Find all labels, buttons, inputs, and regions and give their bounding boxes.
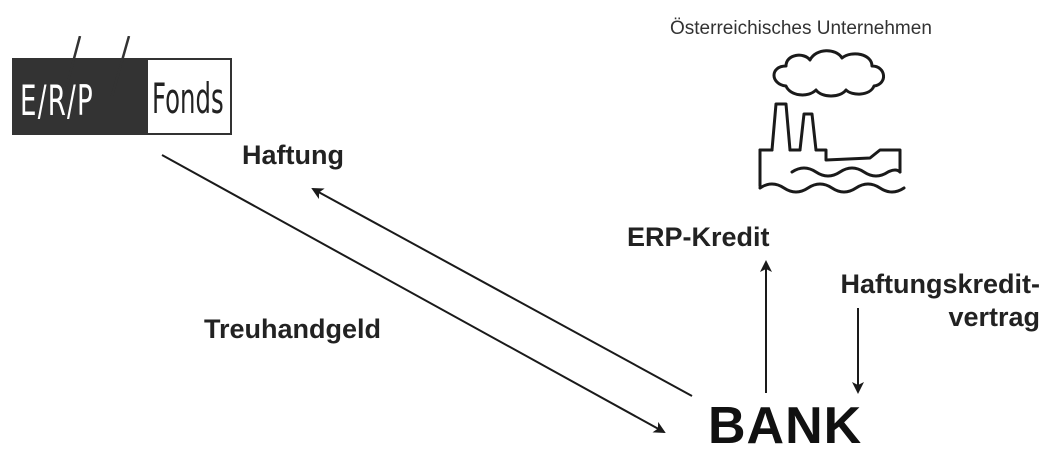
logo-dark-box [12, 58, 146, 135]
contract-label-line1: Haftungskredit- [840, 269, 1040, 299]
logo-letters: E/R/P [20, 76, 95, 125]
company-label: Österreichisches Unternehmen [670, 18, 932, 39]
contract-label: Haftungskredit- vertrag [800, 268, 1040, 334]
bank-label: BANK [708, 397, 863, 451]
arrow-treuhandgeld [161, 154, 666, 433]
contract-label-line2: vertrag [948, 302, 1040, 332]
haftung-label: Haftung [242, 140, 344, 170]
treuhandgeld-label: Treuhandgeld [204, 314, 382, 344]
erp-fonds-logo: E/R/P Fonds [12, 36, 232, 136]
erp-kredit-label: ERP-Kredit [627, 222, 770, 252]
logo-light-box [146, 58, 232, 135]
arrow-haftung [311, 188, 693, 397]
logo-slashes [62, 36, 131, 97]
